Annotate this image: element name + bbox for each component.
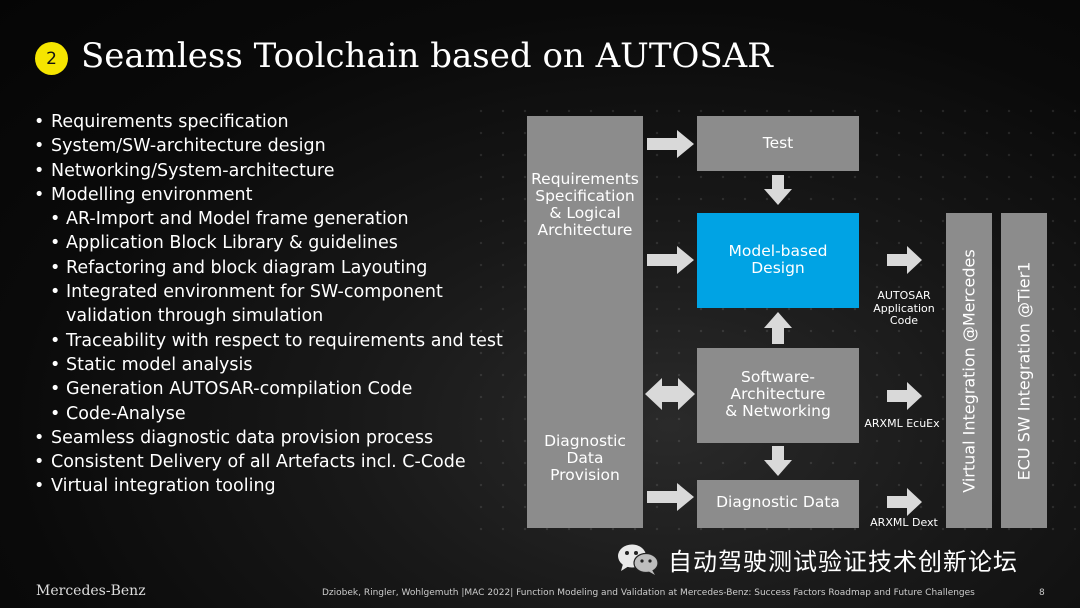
sub-bullet-item: Refactoring and block diagram Layouting [34, 256, 503, 280]
arrow-right-icon [887, 246, 922, 274]
model-based-design-box: Model-based Design [697, 213, 859, 308]
sw-line: Software- [741, 368, 815, 386]
arxml-dext-label: ARXML Dext [870, 516, 938, 529]
software-architecture-box: Software- Architecture & Networking [697, 348, 859, 443]
autosar-code-line: Code [889, 314, 919, 327]
arrow-down-icon [764, 175, 792, 205]
sub-bullet-item: Application Block Library & guidelines [34, 231, 503, 255]
arrow-up-icon [764, 312, 792, 344]
sub-bullet-continuation: validation through simulation [66, 306, 324, 327]
model-line: Design [751, 259, 805, 277]
diagnostic-data-box: Diagnostic Data [697, 480, 859, 528]
bullet-item: Virtual integration tooling [34, 474, 503, 498]
bullet-item: Requirements specification [34, 110, 503, 134]
arrow-right-icon [887, 488, 922, 516]
slide-title: Seamless Toolchain based on AUTOSAR [81, 36, 773, 76]
sub-bullet-item: Integrated environment for SW-component [34, 280, 503, 304]
bullet-item: Seamless diagnostic data provision proce… [34, 426, 503, 450]
sub-bullet-item: Traceability with respect to requirement… [34, 329, 503, 353]
requirements-line: Specification [535, 187, 635, 205]
virtual-integration-label: Virtual Integration @Mercedes [959, 248, 979, 493]
autosar-code-label: AUTOSAR Application Code [866, 289, 942, 328]
ecu-integration-label: ECU SW Integration @Tier1 [1014, 261, 1034, 480]
sw-line: Architecture [730, 385, 826, 403]
sub-bullet-item: AR-Import and Model frame generation [34, 207, 503, 231]
footer-citation: Dziobek, Ringler, Wohlgemuth |MAC 2022| … [322, 588, 975, 598]
bullet-list: Requirements specification System/SW-arc… [34, 110, 503, 499]
watermark-text: 自动驾驶测试验证技术创新论坛 [668, 548, 1018, 576]
arrow-down-icon [764, 446, 792, 476]
virtual-integration-bar: Virtual Integration @Mercedes [946, 213, 992, 528]
diagnostic-provision-line: Data [566, 449, 604, 467]
diagnostic-provision-line: Provision [550, 466, 620, 484]
autosar-code-line: Application [873, 301, 935, 315]
bullet-item: Consistent Delivery of all Artefacts inc… [34, 450, 503, 474]
sw-line: & Networking [725, 402, 831, 420]
brand-logo-text: Mercedes-Benz [36, 583, 146, 599]
arrow-right-icon [887, 382, 922, 410]
test-box: Test [697, 116, 859, 171]
requirements-label: Requirements Specification & Logical Arc… [527, 171, 643, 239]
model-line: Model-based [728, 242, 828, 260]
arrow-right-icon [647, 246, 694, 274]
arrow-right-icon [647, 130, 694, 158]
requirements-line: Requirements [531, 170, 639, 188]
requirements-diagnostic-box: Requirements Specification & Logical Arc… [527, 116, 643, 528]
ecu-integration-bar: ECU SW Integration @Tier1 [1001, 213, 1047, 528]
requirements-line: Architecture [537, 221, 633, 239]
bullet-item: Networking/System-architecture [34, 159, 503, 183]
bullet-item: Modelling environment [34, 183, 503, 207]
bullet-item: System/SW-architecture design [34, 134, 503, 158]
requirements-line: & Logical [549, 204, 621, 222]
autosar-code-line: AUTOSAR [877, 289, 931, 302]
diagnostic-provision-label: Diagnostic Data Provision [527, 433, 643, 484]
diagnostic-provision-line: Diagnostic [544, 432, 626, 450]
page-number: 8 [1039, 588, 1045, 598]
diagnostic-data-label: Diagnostic Data [716, 493, 840, 511]
test-label: Test [762, 134, 794, 152]
software-architecture-label: Software- Architecture & Networking [697, 369, 859, 420]
model-based-design-label: Model-based Design [697, 243, 859, 277]
sub-bullet-item: Code-Analyse [34, 402, 503, 426]
double-arrow-icon [645, 378, 695, 410]
arrow-right-icon [647, 483, 694, 511]
sub-bullet-item: Static model analysis [34, 353, 503, 377]
slide-number-badge: 2 [35, 42, 68, 75]
sub-bullet-item: Generation AUTOSAR-compilation Code [34, 377, 503, 401]
wechat-icon [618, 544, 659, 575]
arxml-ecuex-label: ARXML EcuEx [864, 417, 940, 430]
